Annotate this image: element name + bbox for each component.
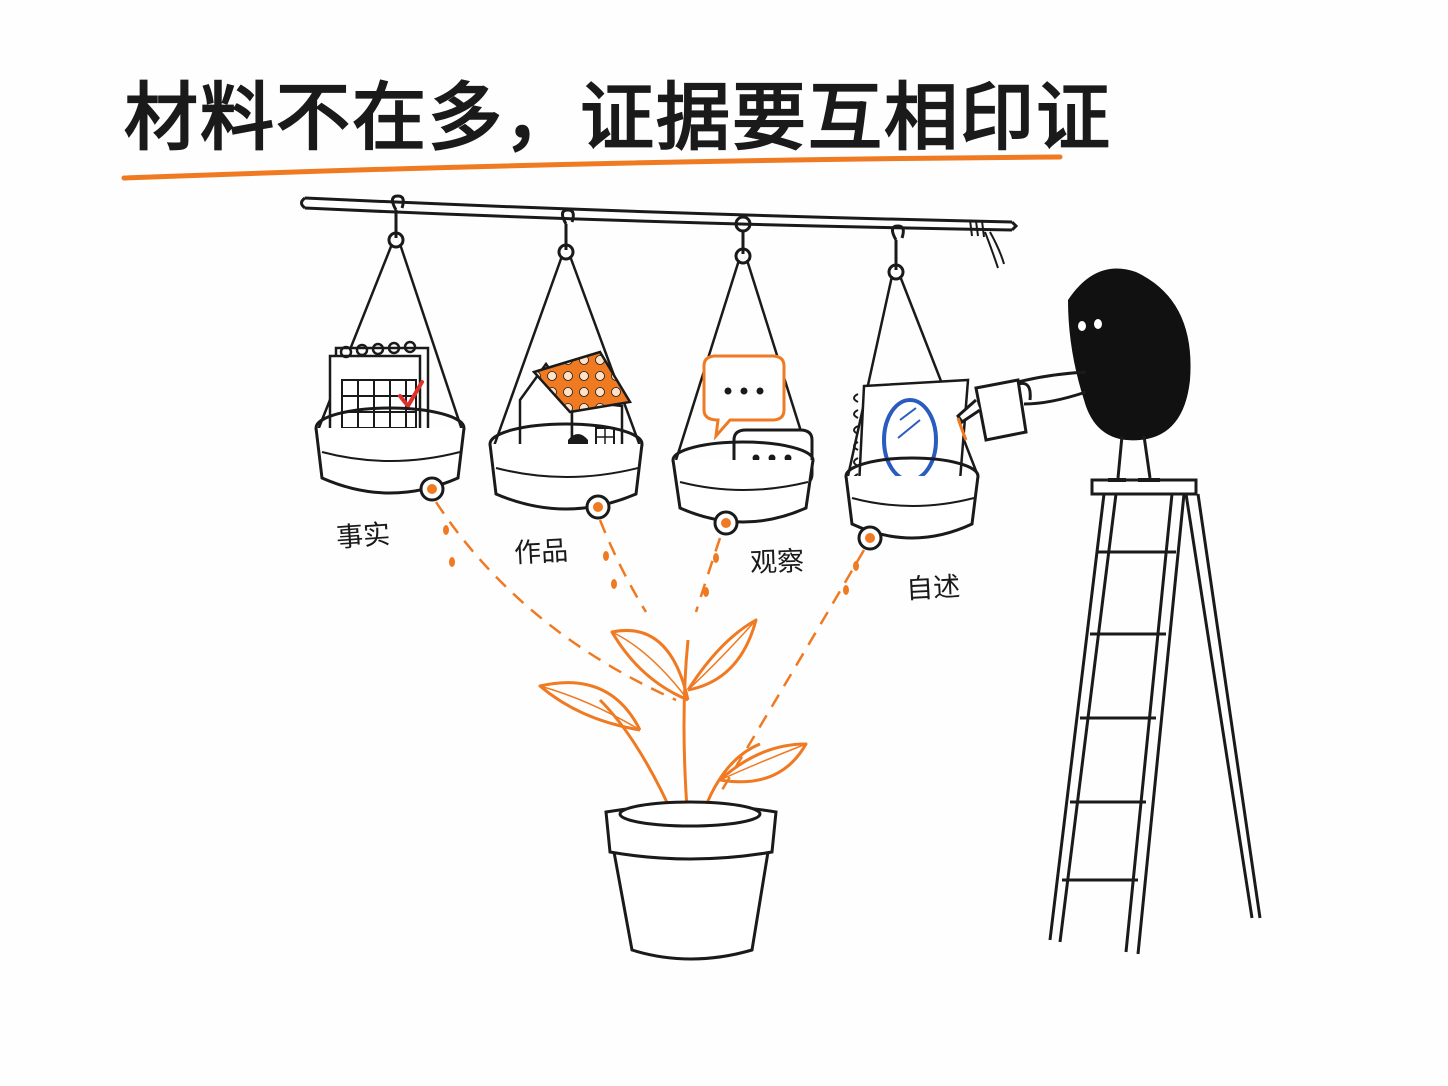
ladder <box>1048 478 1262 955</box>
basket-label-works: 作品 <box>513 535 569 570</box>
basket-label-observation: 观察 <box>749 546 805 579</box>
water-streams <box>434 501 866 791</box>
watering-can-icon <box>956 378 1032 442</box>
plant-sprout <box>538 618 808 823</box>
basket-label-self-report: 自述 <box>905 571 961 606</box>
watering-character <box>1017 268 1191 482</box>
basket-observation <box>671 215 815 536</box>
title-underline <box>121 154 1063 181</box>
branch-pole <box>300 196 1019 269</box>
basket-facts <box>314 194 466 502</box>
basket-works <box>488 208 644 520</box>
water-droplets <box>443 525 859 597</box>
basket-self-report <box>844 224 980 551</box>
flower-pot <box>604 800 778 961</box>
page-title: 材料不在多，证据要互相印证 <box>124 75 1112 161</box>
basket-label-facts: 事实 <box>335 519 392 554</box>
